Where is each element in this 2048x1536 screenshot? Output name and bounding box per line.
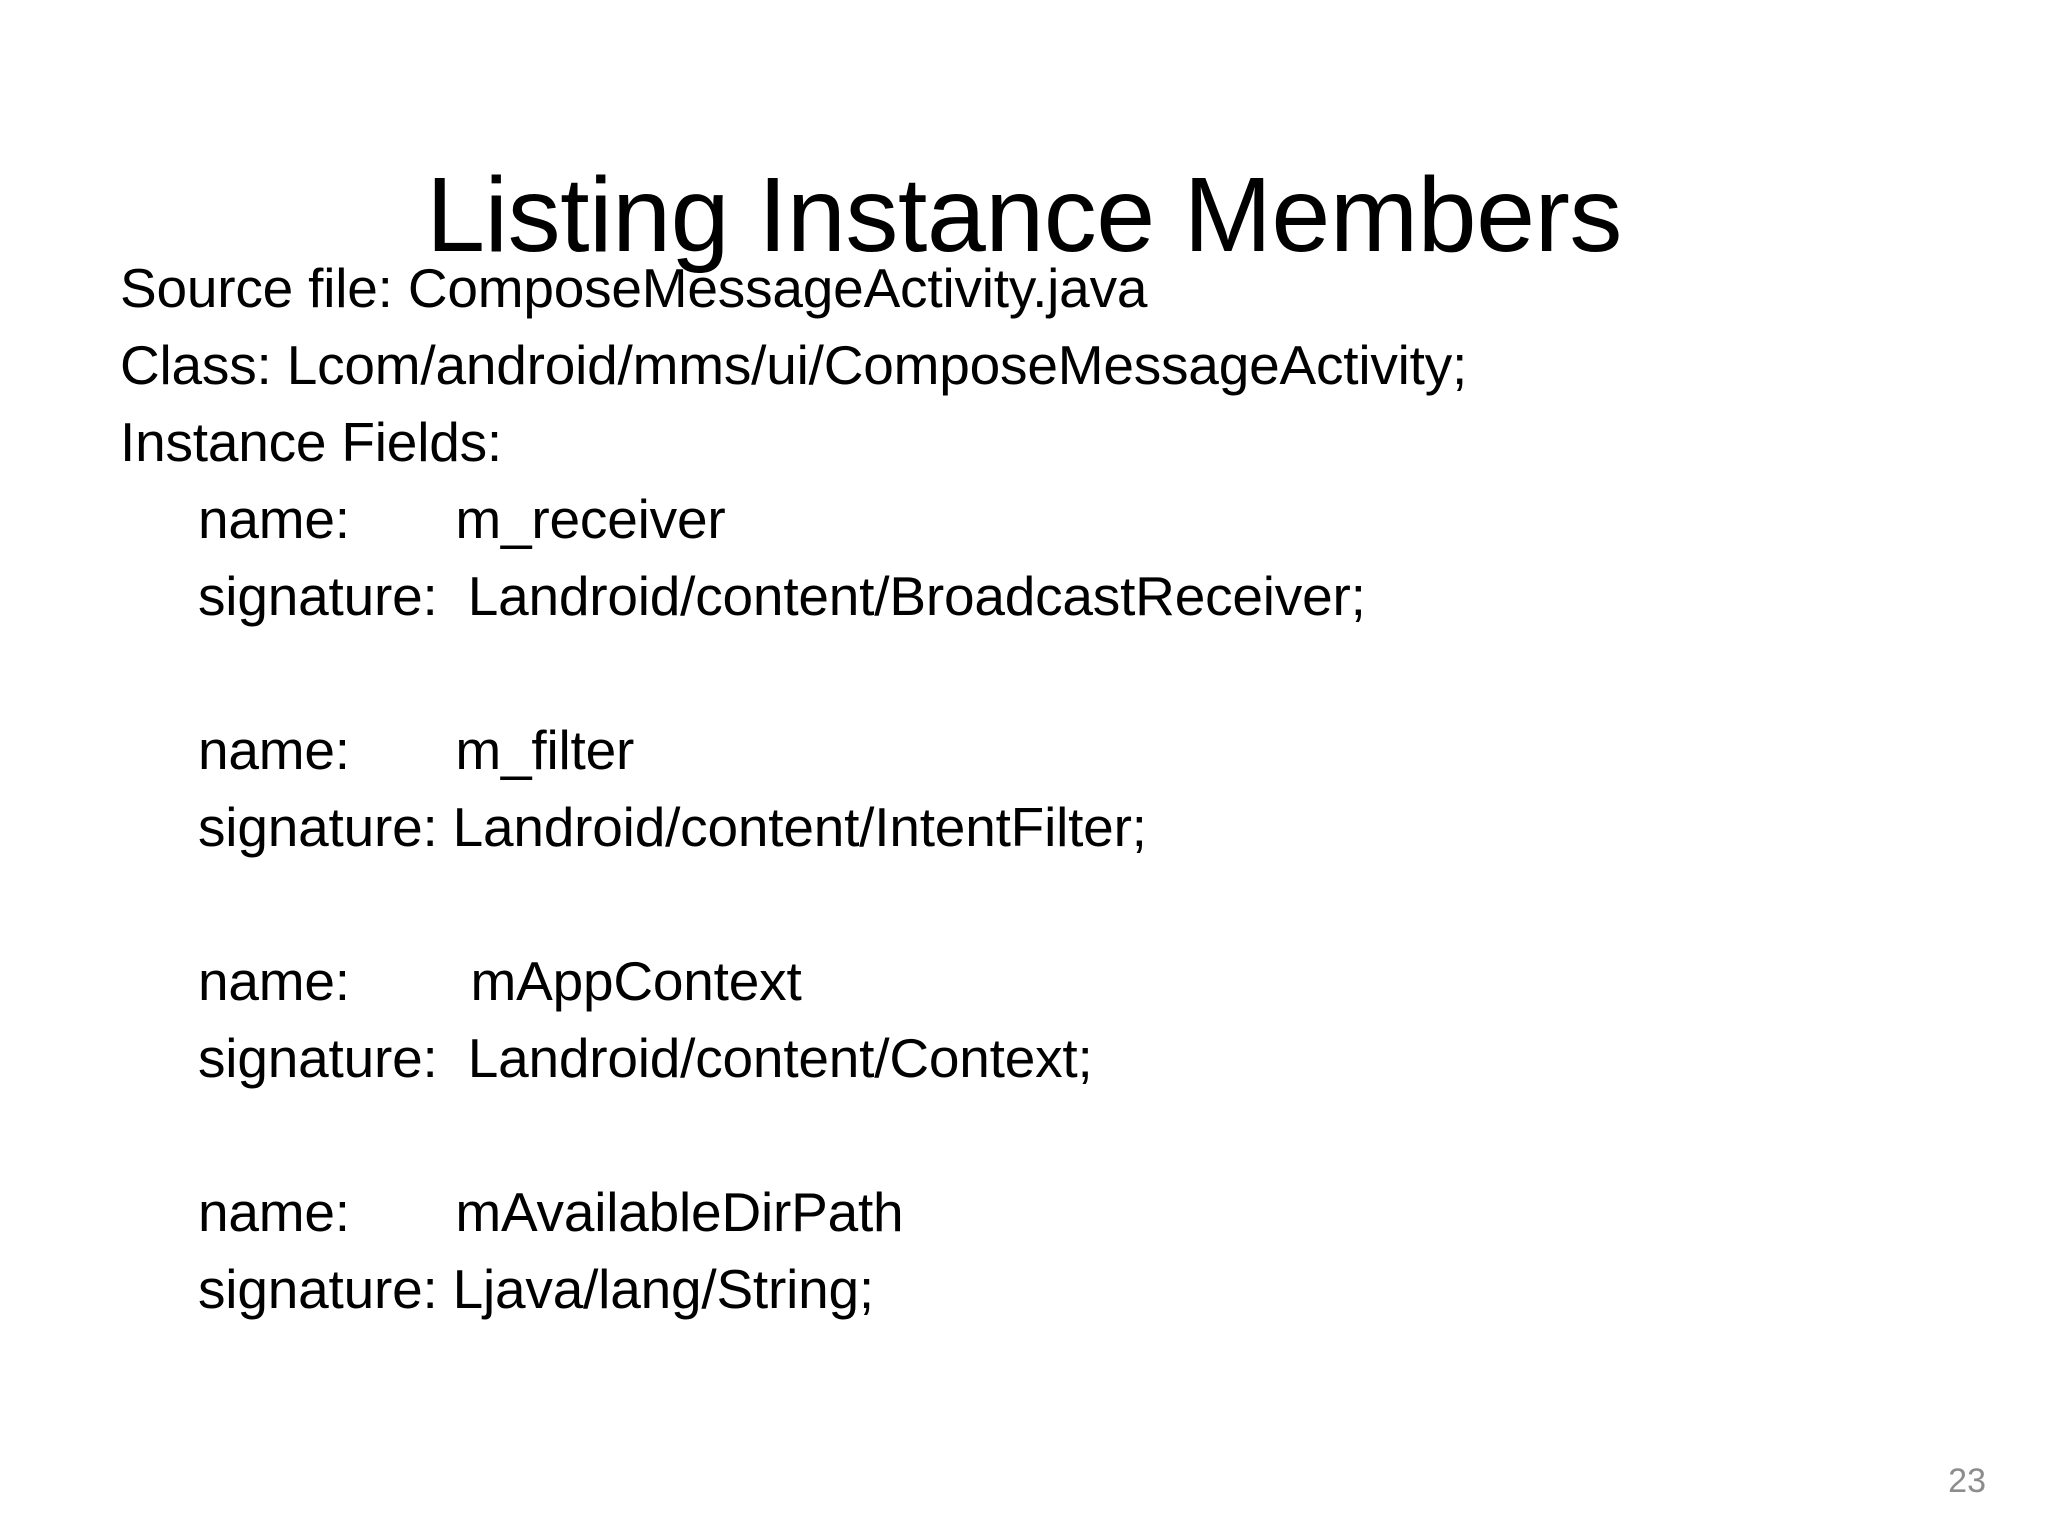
instance-fields-label: Instance Fields:: [120, 411, 502, 473]
spacer: [120, 635, 1980, 712]
field-entry-1: name: m_filter signature: Landroid/conte…: [120, 712, 1980, 866]
field-entry-2: name: mAppContext signature: Landroid/co…: [120, 943, 1980, 1097]
field-entry-3: name: mAvailableDirPath signature: Ljava…: [120, 1174, 1980, 1328]
slide-body: Source file: ComposeMessageActivity.java…: [120, 250, 1980, 1328]
field-signature-line: signature: Landroid/content/Context;: [198, 1027, 1093, 1089]
field-name-line: name: mAvailableDirPath: [198, 1181, 904, 1243]
class-line: Class: Lcom/android/mms/ui/ComposeMessag…: [120, 334, 1468, 396]
field-signature-line: signature: Ljava/lang/String;: [198, 1258, 875, 1320]
field-signature-line: signature: Landroid/content/BroadcastRec…: [198, 565, 1366, 627]
source-file-line: Source file: ComposeMessageActivity.java: [120, 257, 1148, 319]
field-name-line: name: m_filter: [198, 719, 635, 781]
field-entry-0: name: m_receiver signature: Landroid/con…: [120, 481, 1980, 635]
spacer: [120, 866, 1980, 943]
spacer: [120, 1097, 1980, 1174]
page-number: 23: [1948, 1462, 1986, 1500]
page-title: Listing Instance Members: [426, 156, 1622, 275]
field-name-line: name: mAppContext: [198, 950, 802, 1012]
field-name-line: name: m_receiver: [198, 488, 726, 550]
field-signature-line: signature: Landroid/content/IntentFilter…: [198, 796, 1147, 858]
